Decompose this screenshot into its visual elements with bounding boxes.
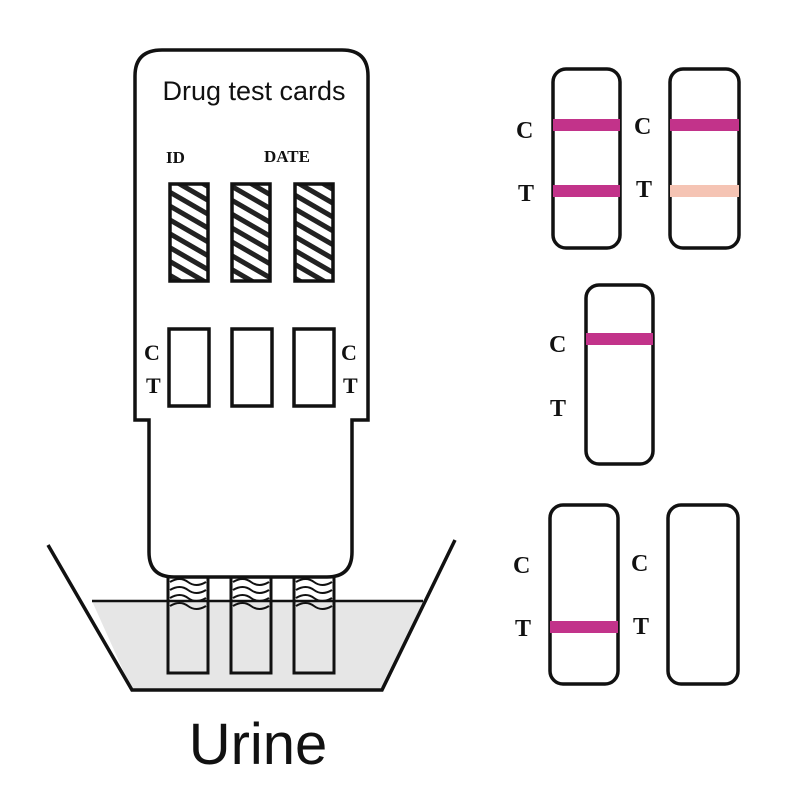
card-test-label-right: T bbox=[343, 373, 358, 398]
test-line bbox=[550, 621, 618, 633]
result-strip-3: C T bbox=[549, 283, 655, 466]
card-control-label-left: C bbox=[144, 340, 160, 365]
result-window-3 bbox=[292, 327, 336, 408]
id-label: ID bbox=[166, 148, 185, 167]
strip-outline bbox=[666, 503, 740, 686]
control-line bbox=[553, 119, 620, 131]
test-line bbox=[553, 185, 620, 197]
control-label: C bbox=[516, 118, 533, 144]
control-line bbox=[586, 333, 653, 345]
test-label: T bbox=[550, 396, 566, 422]
strip-outline bbox=[548, 503, 620, 686]
test-label: T bbox=[518, 181, 534, 207]
card-control-label-right: C bbox=[341, 340, 357, 365]
test-line bbox=[670, 185, 739, 197]
cup-outline bbox=[46, 539, 457, 692]
card-title: Drug test cards bbox=[162, 76, 345, 106]
control-label: C bbox=[549, 332, 566, 358]
hatched-box-2 bbox=[230, 182, 272, 283]
date-label: DATE bbox=[264, 147, 310, 166]
test-card: Drug test cards ID DATE C T C T bbox=[133, 48, 370, 579]
urine-liquid bbox=[92, 601, 423, 690]
control-label: C bbox=[631, 551, 648, 577]
result-strip-5: C T bbox=[631, 503, 740, 686]
control-label: C bbox=[634, 114, 651, 140]
control-line bbox=[670, 119, 739, 131]
result-strip-2: C T bbox=[634, 67, 741, 250]
result-strip-1: C T bbox=[516, 67, 622, 250]
result-window-1 bbox=[167, 327, 211, 408]
urine-label: Urine bbox=[189, 712, 328, 777]
result-window-2 bbox=[230, 327, 274, 408]
control-label: C bbox=[513, 553, 530, 579]
test-label: T bbox=[636, 177, 652, 203]
hatched-box-1 bbox=[168, 182, 210, 283]
card-test-label-left: T bbox=[146, 373, 161, 398]
test-label: T bbox=[633, 614, 649, 640]
result-strip-4: C T bbox=[513, 503, 620, 686]
test-label: T bbox=[515, 616, 531, 642]
strip-outline bbox=[668, 67, 741, 250]
strip-outline bbox=[551, 67, 622, 250]
strip-outline bbox=[584, 283, 655, 466]
hatched-box-3 bbox=[293, 182, 335, 283]
card-outline bbox=[133, 48, 370, 579]
